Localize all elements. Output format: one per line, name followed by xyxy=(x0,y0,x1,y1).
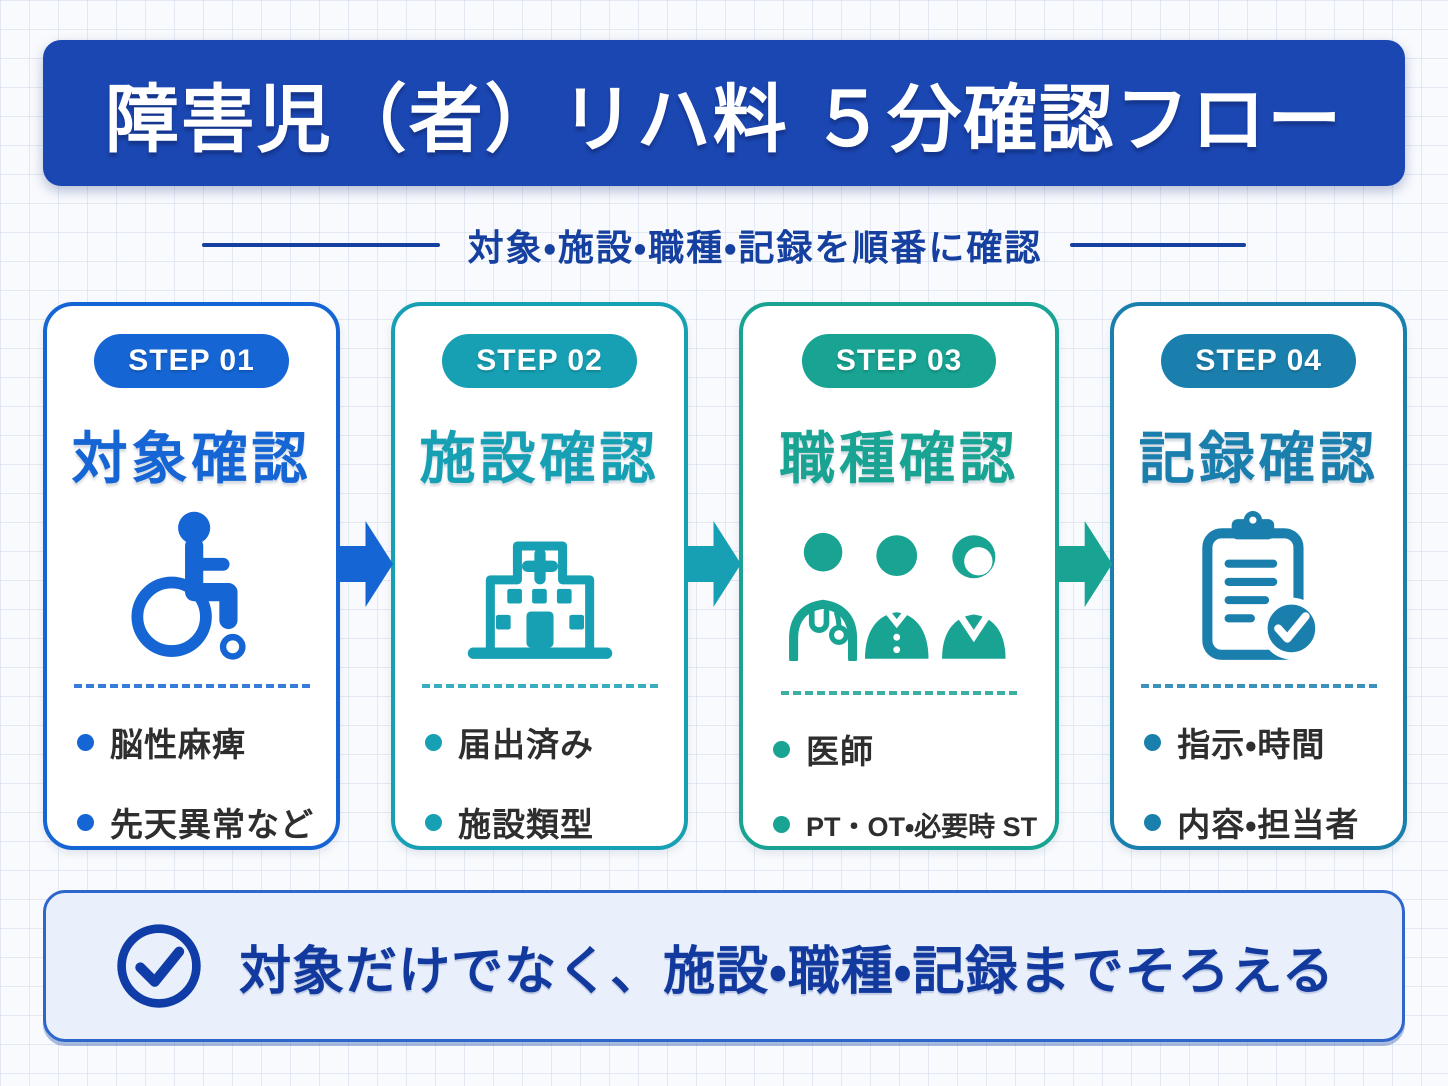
bullet-item: PT・OT・必要時 ST xyxy=(773,805,1037,844)
flow-arrow-icon xyxy=(1057,521,1113,607)
page-title: 障害児（者）リハ料 ５分確認フロー xyxy=(104,77,1344,161)
subtitle-row: 対象・施設・職種・記録を順番に確認 xyxy=(43,224,1405,268)
medical-staff-icon xyxy=(743,495,1055,691)
bullet-item: 届出済み xyxy=(425,718,666,766)
step-heading: 施設確認 xyxy=(419,427,660,490)
flow-arrow-icon xyxy=(338,521,393,607)
bullet-list: 医師 PT・OT・必要時 ST xyxy=(743,695,1055,844)
footer-banner: 対象だけでなく、施設・職種・記録までそろえる xyxy=(43,890,1405,1042)
check-circle-icon xyxy=(113,920,205,1012)
bullet-label: 医師 xyxy=(806,733,874,770)
subtitle-rule-right xyxy=(1070,243,1247,247)
bullet-dot xyxy=(77,813,94,831)
title-banner: 障害児（者）リハ料 ５分確認フロー xyxy=(43,40,1405,186)
bullet-dot xyxy=(773,816,790,833)
step-badge: STEP 04 xyxy=(1161,334,1356,388)
bullet-dot xyxy=(425,813,442,831)
bullet-item: 内容・担当者 xyxy=(1144,798,1385,846)
bullet-item: 医師 xyxy=(773,725,1037,773)
bullet-item: 脳性麻痺 xyxy=(77,718,318,766)
dashed-divider xyxy=(421,684,658,688)
bullet-dot xyxy=(1144,813,1162,831)
step-badge: STEP 02 xyxy=(442,334,637,388)
bullet-dot xyxy=(773,740,790,758)
bullet-label: 内容・担当者 xyxy=(1177,806,1360,843)
step-heading: 対象確認 xyxy=(71,427,312,490)
bullet-label: PT・OT・必要時 ST xyxy=(806,812,1038,842)
step-badge: STEP 01 xyxy=(94,334,289,388)
bullet-label: 先天異常など xyxy=(110,806,314,843)
subtitle-text: 対象・施設・職種・記録を順番に確認 xyxy=(467,227,1043,268)
bullet-list: 届出済み 施設類型 xyxy=(395,688,684,846)
steps-row: STEP 01 対象確認 脳性麻痺 先天異常など xyxy=(43,302,1408,850)
bullet-dot xyxy=(425,733,442,751)
wheelchair-icon xyxy=(47,495,336,684)
bullet-item: 指示・時間 xyxy=(1144,718,1385,766)
dashed-divider xyxy=(1140,684,1377,688)
step-card-4: STEP 04 記録確認 xyxy=(1110,302,1408,850)
step-heading: 記録確認 xyxy=(1138,427,1379,490)
bullet-item: 先天異常など xyxy=(77,798,318,846)
bullet-dot xyxy=(1144,733,1162,751)
step-badge: STEP 03 xyxy=(801,334,997,388)
hospital-icon xyxy=(395,495,684,684)
bullet-label: 脳性麻痺 xyxy=(110,726,246,763)
footer-message: 対象だけでなく、施設・職種・記録までそろえる xyxy=(239,942,1335,1001)
dashed-divider xyxy=(781,691,1018,695)
bullet-dot xyxy=(77,733,94,751)
subtitle-rule-left xyxy=(201,243,440,247)
bullet-item: 施設類型 xyxy=(425,798,666,846)
flow-arrow-icon xyxy=(686,521,741,607)
bullet-list: 脳性麻痺 先天異常など xyxy=(47,688,336,846)
dashed-divider xyxy=(73,684,310,688)
bullet-label: 指示・時間 xyxy=(1177,726,1326,763)
bullet-label: 届出済み xyxy=(458,726,594,763)
bullet-list: 指示・時間 内容・担当者 xyxy=(1114,688,1403,846)
step-card-3: STEP 03 職種確認 xyxy=(739,302,1060,850)
clipboard-check-icon xyxy=(1114,495,1403,684)
step-heading: 職種確認 xyxy=(779,427,1020,490)
bullet-label: 施設類型 xyxy=(458,806,594,843)
step-card-2: STEP 02 施設確認 届出済み xyxy=(391,302,688,850)
step-card-1: STEP 01 対象確認 脳性麻痺 先天異常など xyxy=(43,302,340,850)
